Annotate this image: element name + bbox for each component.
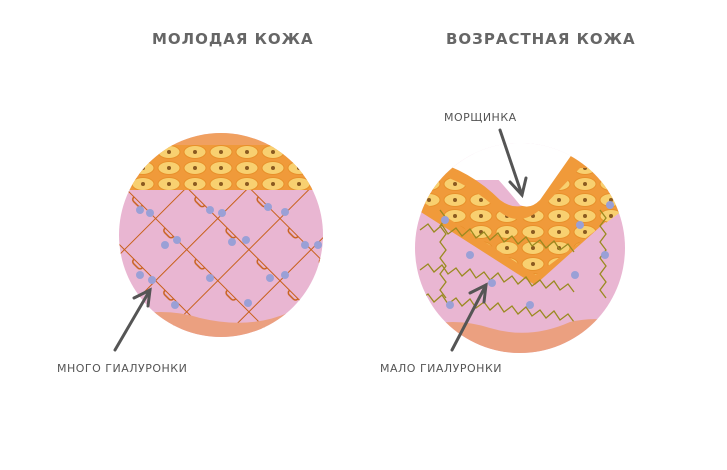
arrow-little-hyaluron-icon [450, 282, 488, 352]
young-skin-circle [119, 133, 323, 337]
arrow-much-hyaluron-icon [113, 287, 152, 352]
little-hyaluron-label: Мало гиалуронки [380, 362, 502, 375]
arrow-wrinkle-icon [498, 128, 528, 199]
much-hyaluron-label: Много гиалуронки [57, 362, 188, 375]
wrinkle-label: Морщинка [444, 111, 517, 124]
aged-skin-title: Возрастная кожа [446, 30, 636, 48]
aged-skin-circle [415, 143, 625, 353]
young-skin-title: Молодая кожа [152, 30, 314, 48]
